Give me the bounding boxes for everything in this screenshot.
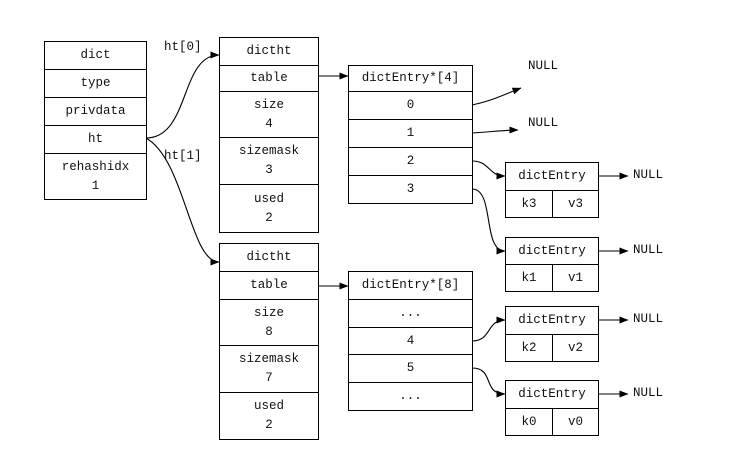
entry-k0-value: v0 <box>552 408 599 436</box>
entry-k3-value: v3 <box>552 190 599 218</box>
arrow-slot4-k2 <box>471 316 506 342</box>
table1-slot: ... <box>348 382 473 411</box>
table0-slot: 0 <box>348 91 473 120</box>
ht1-table: table <box>219 271 319 300</box>
arrow-slot1-null <box>471 126 519 134</box>
table1-title: dictEntry*[8] <box>348 271 473 300</box>
table1-slot: 5 <box>348 354 473 383</box>
arrow-slot2-k3 <box>471 160 506 180</box>
entry-k2-value: v2 <box>552 334 599 362</box>
arrow-ht0 <box>145 51 220 139</box>
entry-k3-key: k3 <box>505 190 553 218</box>
dict-field-type: type <box>44 69 147 98</box>
entry-k1-key: k1 <box>505 264 553 292</box>
table0-slot: 3 <box>348 175 473 204</box>
entry-k1-title: dictEntry <box>505 237 599 265</box>
null-label: NULL <box>528 59 559 73</box>
ht0-title: dictht <box>219 37 319 66</box>
entry-k2-key: k2 <box>505 334 553 362</box>
arrow-slot0-null <box>471 87 522 106</box>
entry-k3-title: dictEntry <box>505 162 599 191</box>
ht0-table: table <box>219 65 319 92</box>
arrow-ht1 <box>145 137 220 266</box>
dict-field-ht: ht <box>44 125 147 154</box>
dict-field-privdata: privdata <box>44 97 147 126</box>
null-label: NULL <box>633 243 664 257</box>
entry-k2-title: dictEntry <box>505 306 599 335</box>
table1-slot: ... <box>348 299 473 328</box>
ht1-title: dictht <box>219 243 319 272</box>
label-ht0: ht[0] <box>164 40 202 54</box>
entry-k0-key: k0 <box>505 408 553 436</box>
entry-k1-value: v1 <box>552 264 599 292</box>
table0-slot: 2 <box>348 147 473 176</box>
null-label: NULL <box>633 312 664 326</box>
null-label: NULL <box>528 116 559 130</box>
dict-title: dict <box>44 41 147 70</box>
label-ht1: ht[1] <box>164 149 202 163</box>
null-label: NULL <box>633 168 664 182</box>
table0-slot: 1 <box>348 119 473 148</box>
arrow-slot3-k1 <box>471 188 506 255</box>
entry-k0-title: dictEntry <box>505 380 599 409</box>
null-label: NULL <box>633 386 664 400</box>
table1-slot: 4 <box>348 327 473 355</box>
arrow-slot5-k0 <box>471 367 506 398</box>
table0-title: dictEntry*[4] <box>348 65 473 92</box>
